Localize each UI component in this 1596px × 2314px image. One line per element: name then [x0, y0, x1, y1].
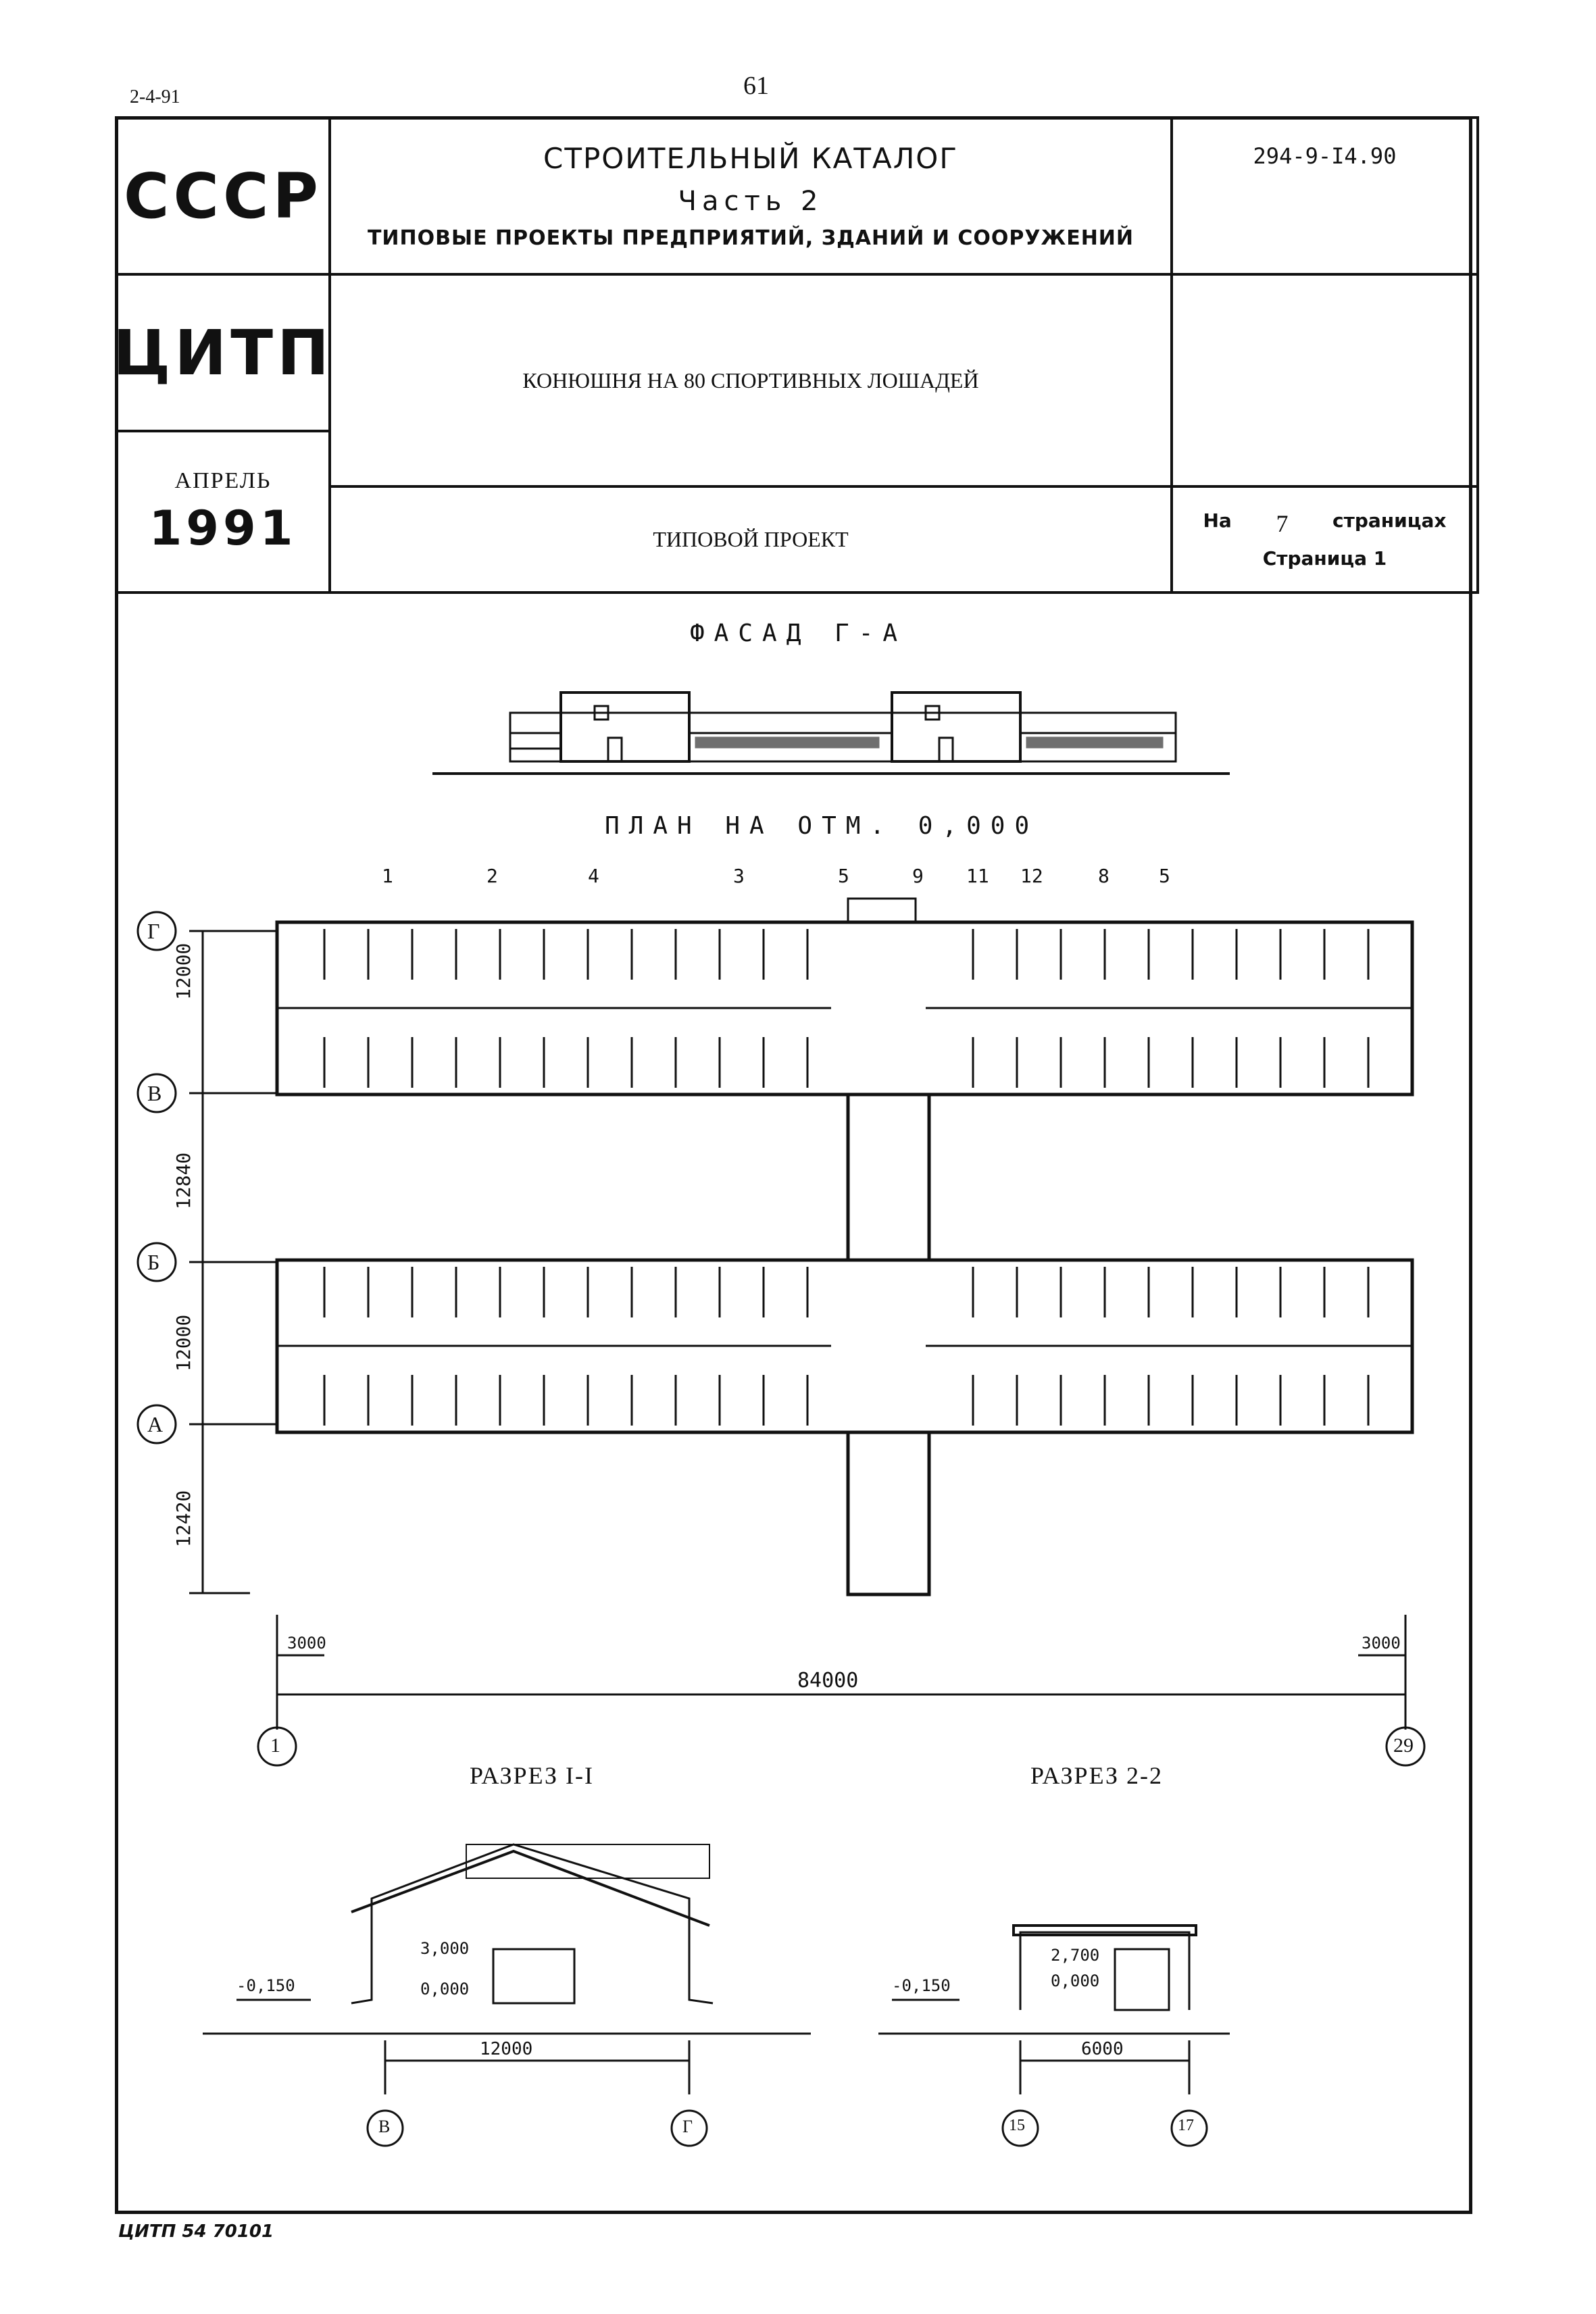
plan-corridor-lower	[846, 1430, 931, 1596]
s2-level-floor: 0,000	[1051, 1971, 1100, 1990]
page-frame: СССР ЦИТП АПРЕЛЬ 1991 СТРОИТЕЛЬНЫЙ КАТАЛ…	[113, 116, 1479, 2214]
pages-line: На 7 страницах	[1203, 509, 1447, 538]
s1-level-ground: -0,150	[236, 1976, 295, 1995]
callout-2: 2	[487, 865, 498, 887]
plan-title: ПЛАН НА ОТМ. 0,000	[605, 812, 1039, 840]
callout-5b: 5	[1159, 865, 1170, 887]
plan-wing-top	[275, 897, 1414, 1097]
s2-axis-right: 17	[1178, 2117, 1194, 2134]
dim-left-1: 12000	[172, 942, 195, 1000]
catalog-title: СТРОИТЕЛЬНЫЙ КАТАЛОГ	[543, 142, 958, 175]
project-code: 294-9-I4.90	[1253, 143, 1397, 169]
dim-left-4: 12420	[172, 1490, 195, 1547]
pages-count: 7	[1276, 510, 1289, 537]
callout-12: 12	[1020, 865, 1043, 887]
month-label: АПРЕЛЬ	[174, 468, 272, 493]
axis-label-v: В	[147, 1081, 162, 1105]
bottom-dimensions	[257, 1615, 1426, 1767]
callout-1: 1	[382, 865, 393, 887]
pages-suffix: страницах	[1332, 509, 1447, 532]
dim-bottom-total: 84000	[797, 1669, 859, 1692]
s1-axis-right: Г	[682, 2117, 693, 2136]
s1-span: 12000	[480, 2039, 533, 2059]
callout-9: 9	[912, 865, 924, 887]
plan-corridor-middle	[846, 1092, 931, 1262]
section1-drawing	[203, 1843, 811, 2147]
facade-elevation	[432, 691, 1230, 775]
s2-level-top: 2,700	[1051, 1946, 1100, 1965]
catalog-part: Часть 2	[678, 186, 824, 217]
catalog-subtitle: ТИПОВЫЕ ПРОЕКТЫ ПРЕДПРИЯТИЙ, ЗДАНИЙ И СО…	[367, 226, 1134, 250]
callout-4: 4	[588, 865, 599, 887]
dim-left-3: 12000	[172, 1314, 195, 1372]
pages-cell: На 7 страницах Страница 1	[1170, 485, 1479, 594]
section2-drawing	[878, 1924, 1230, 2147]
country-label: СССР	[124, 159, 322, 232]
s2-level-ground: -0,150	[892, 1976, 951, 1995]
project-name: КОНЮШНЯ НА 80 СПОРТИВНЫХ ЛОШАДЕЙ	[522, 368, 979, 393]
callout-11: 11	[966, 865, 989, 887]
country-cell: СССР	[115, 116, 331, 276]
left-dimensions	[136, 911, 277, 1594]
axis-label-g: Г	[147, 919, 160, 943]
footer-code: ЦИТП 54 70101	[118, 2221, 274, 2242]
pages-prefix: На	[1203, 509, 1232, 532]
facade-title: ФАСАД Г-А	[690, 620, 907, 647]
section2-title: РАЗРЕЗ 2-2	[1030, 1762, 1164, 1789]
axis-bottom-left: 1	[270, 1734, 280, 1757]
year-label: 1991	[149, 500, 297, 556]
section1-title: РАЗРЕЗ I-I	[470, 1762, 595, 1789]
callout-8: 8	[1098, 865, 1109, 887]
callout-3: 3	[733, 865, 745, 887]
s2-axis-left: 15	[1009, 2117, 1025, 2134]
s1-axis-left: В	[378, 2117, 391, 2136]
project-type-cell: ТИПОВОЙ ПРОЕКТ	[328, 485, 1173, 594]
s1-level-top: 3,000	[420, 1939, 470, 1958]
callout-5a: 5	[838, 865, 849, 887]
s2-span: 6000	[1081, 2039, 1124, 2059]
page-number: 61	[743, 72, 769, 100]
dim-bottom-right: 3000	[1362, 1634, 1401, 1653]
plan-wing-bottom	[275, 1258, 1414, 1434]
axis-label-b: Б	[147, 1250, 160, 1274]
agency-label: ЦИТП	[112, 316, 334, 389]
s1-level-floor: 0,000	[420, 1980, 470, 1998]
project-type: ТИПОВОЙ ПРОЕКТ	[653, 527, 849, 551]
page-label: Страница 1	[1262, 547, 1387, 570]
corner-code: 2-4-91	[130, 86, 180, 107]
axis-label-a: А	[147, 1412, 164, 1436]
dim-bottom-left: 3000	[287, 1634, 326, 1653]
axis-bottom-right: 29	[1393, 1734, 1414, 1757]
dim-left-2: 12840	[172, 1152, 195, 1209]
title-block: СССР ЦИТП АПРЕЛЬ 1991 СТРОИТЕЛЬНЫЙ КАТАЛ…	[113, 116, 1479, 594]
